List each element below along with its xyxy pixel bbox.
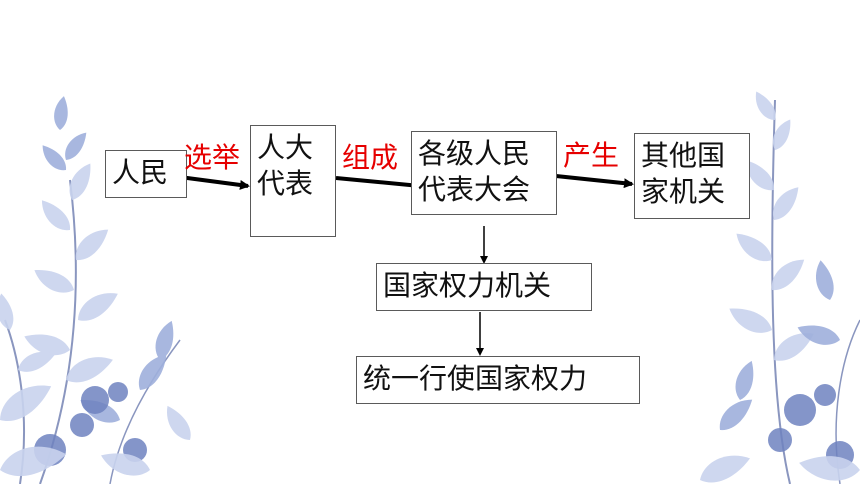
node-npc-deputies: 人大 代表 xyxy=(250,125,336,237)
arrow-congress-to-other-organs xyxy=(555,174,634,189)
node-power-organ-label: 国家权力机关 xyxy=(383,269,552,302)
node-congress-label: 各级人民 代表大会 xyxy=(418,137,531,206)
node-other-organs: 其他国 家机关 xyxy=(634,133,750,219)
node-unified-power-label: 统一行使国家权力 xyxy=(363,362,588,395)
node-people: 人民 xyxy=(105,150,187,198)
edge-label-produce: 产生 xyxy=(563,139,620,172)
node-people-label: 人民 xyxy=(112,156,169,189)
node-unified-power: 统一行使国家权力 xyxy=(356,356,640,404)
left-floral-decoration xyxy=(0,95,196,484)
node-congress: 各级人民 代表大会 xyxy=(411,131,557,215)
node-power-organ: 国家权力机关 xyxy=(376,263,592,311)
edge-label-elect: 选举 xyxy=(184,141,241,174)
node-npc-deputies-label: 人大 代表 xyxy=(257,131,314,200)
right-floral-decoration xyxy=(695,88,860,484)
edge-label-form: 组成 xyxy=(342,141,399,174)
node-other-organs-label: 其他国 家机关 xyxy=(641,139,726,208)
arrow-deputies-to-congress xyxy=(335,176,422,191)
